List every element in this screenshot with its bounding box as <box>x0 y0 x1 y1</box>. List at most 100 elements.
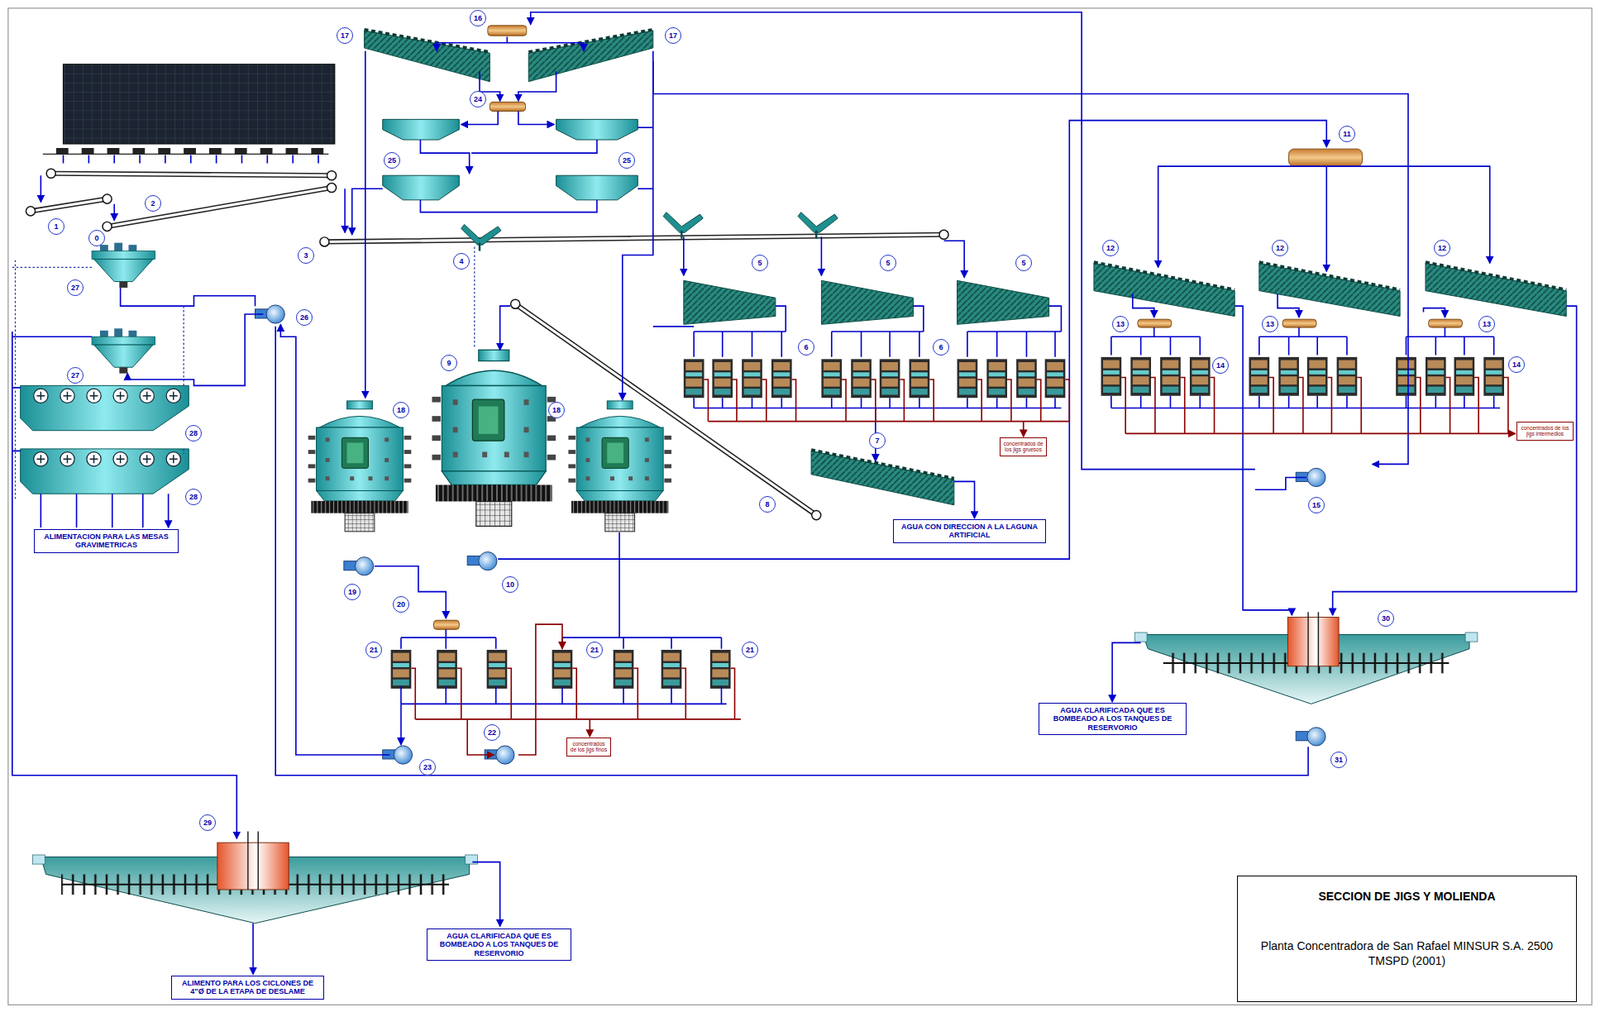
jig <box>436 649 458 689</box>
slurry-line <box>374 566 446 619</box>
callout-number: 21 <box>741 641 759 659</box>
vibrating-screen <box>957 280 1050 325</box>
slurry-line <box>401 629 497 649</box>
callout-number: 23 <box>419 759 436 776</box>
callout-number: 7 <box>869 432 886 449</box>
slurry-line <box>12 335 92 338</box>
conveyor <box>102 194 112 204</box>
callout-number: 12 <box>1433 239 1451 257</box>
jig <box>391 357 1505 689</box>
concentrate-line <box>410 377 1515 756</box>
conveyor <box>811 511 822 521</box>
hydrocyclone <box>663 212 703 239</box>
slurry-line <box>1132 293 1155 317</box>
conveyor <box>107 187 332 227</box>
callout-number: 5 <box>879 254 897 272</box>
conveyor <box>324 234 944 243</box>
slurry-line <box>1277 293 1300 317</box>
vibrating-screen <box>1425 262 1567 316</box>
callout-number: 25 <box>618 152 636 169</box>
thickener <box>1465 632 1478 642</box>
thickener <box>1287 616 1339 666</box>
distributor <box>487 25 527 36</box>
hydrocyclone <box>91 328 156 373</box>
jig <box>741 358 763 398</box>
distributor <box>489 101 526 111</box>
callout-number: 29 <box>199 814 216 832</box>
slurry-line <box>1112 642 1142 703</box>
jig <box>1160 357 1181 397</box>
mill <box>568 401 672 532</box>
callout-number: 12 <box>1102 239 1119 257</box>
slurry-line <box>120 287 256 306</box>
mill <box>308 349 672 532</box>
feed-line-dotted <box>12 267 92 268</box>
slurry-line <box>1111 396 1500 409</box>
screen-bank <box>20 385 190 430</box>
callout-number: 8 <box>759 496 776 513</box>
jig <box>391 649 412 689</box>
slurry-line <box>497 120 1327 560</box>
slurry-line <box>1081 122 1256 470</box>
hydrocyclone <box>91 212 838 374</box>
conveyor <box>515 304 817 516</box>
jig <box>711 358 733 398</box>
slurry-line <box>944 240 965 278</box>
output-box: ALIMENTO PARA LOS CICLONES DE 4"Ø DE LA … <box>171 975 325 1000</box>
conveyor <box>30 199 108 212</box>
jig <box>613 649 635 689</box>
feed-line-dotted <box>183 305 185 454</box>
slurry-line <box>622 51 654 401</box>
distributor <box>1428 319 1463 328</box>
slurry-line <box>127 314 263 386</box>
slurry-line <box>436 36 507 51</box>
callout-number: 28 <box>185 488 202 506</box>
box-text: concentrados de los jigs intermedios <box>1518 425 1572 438</box>
conveyor <box>46 168 56 178</box>
distributor <box>433 620 459 630</box>
slurry-line <box>693 331 1056 358</box>
jig <box>1045 358 1066 398</box>
jig <box>1454 357 1476 397</box>
pump <box>343 557 374 576</box>
mill <box>308 401 412 532</box>
output-box: ALIMENTACION PARA LAS MESAS GRAVIMETRICA… <box>33 529 179 554</box>
jig <box>487 649 508 689</box>
callout-number: 15 <box>1308 496 1325 514</box>
slurry-line <box>420 139 469 174</box>
jig <box>879 358 901 398</box>
callout-number: 3 <box>297 247 315 264</box>
classifier <box>556 119 639 140</box>
feed-line-dotted <box>473 247 475 349</box>
jig <box>909 358 931 398</box>
slurry-line <box>461 110 498 125</box>
slurry-line <box>12 12 1577 975</box>
feed-line-dotted <box>12 247 475 501</box>
jig <box>1337 357 1358 397</box>
hydrocyclone <box>91 243 156 288</box>
concentrate-line <box>1125 433 1515 435</box>
vibrating-screen <box>528 29 654 53</box>
thickener <box>248 831 258 890</box>
vibrating-screen <box>364 29 491 53</box>
callout-number: 4 <box>453 253 470 270</box>
slurry-line <box>682 236 685 276</box>
output-box: AGUA CLARIFICADA QUE ES BOMBEADO A LOS T… <box>1038 702 1187 736</box>
box-text: AGUA CLARIFICADA QUE ES BOMBEADO A LOS T… <box>430 931 568 958</box>
pump <box>1295 727 1326 746</box>
conveyor <box>51 173 332 176</box>
vibrating-screen <box>683 280 776 325</box>
callout-number: 31 <box>1330 751 1347 769</box>
concentrate-line <box>703 379 1070 422</box>
callout-number: 1 <box>47 218 65 235</box>
callout-number: 20 <box>392 596 410 613</box>
callout-number: 14 <box>1212 357 1229 374</box>
box-text: SECCION DE JIGS Y MOLIENDA <box>1318 889 1495 903</box>
distributor <box>433 25 1462 630</box>
pump <box>467 552 497 571</box>
slurry-line <box>420 200 597 213</box>
callout-number: 28 <box>185 425 202 442</box>
vibrating-screen <box>1093 262 1235 290</box>
distributor <box>1289 148 1363 167</box>
